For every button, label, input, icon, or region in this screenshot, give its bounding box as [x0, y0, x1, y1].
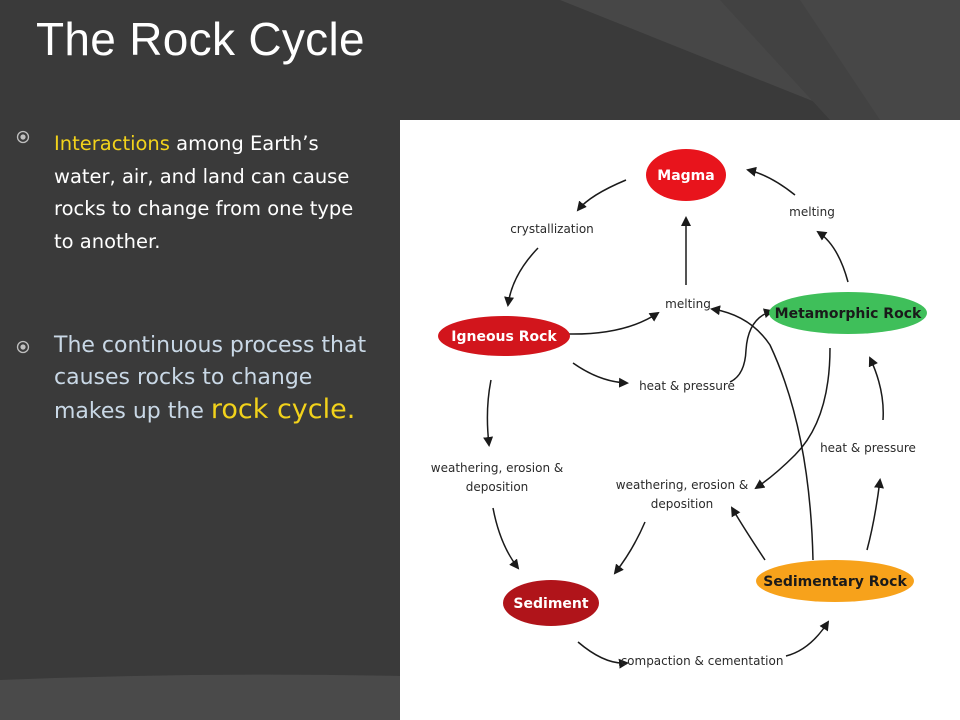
node-sediment: Sediment	[503, 580, 599, 626]
arrow-sedimentary-to-weathering	[730, 506, 766, 561]
rock-cycle-svg: Magma Igneous Rock Metamorphic Rock Sedi…	[431, 149, 927, 669]
label-melting-top: melting	[789, 205, 835, 219]
slide-title: The Rock Cycle	[36, 13, 365, 65]
label-compaction-cementation: compaction & cementation	[621, 654, 784, 668]
label-weathering-left-line1: weathering, erosion &	[431, 461, 563, 475]
arrow-igneous-to-heat-pressure	[572, 362, 629, 388]
rock-cycle-diagram: Magma Igneous Rock Metamorphic Rock Sedi…	[400, 120, 960, 720]
node-metamorphic-rock: Metamorphic Rock	[769, 292, 927, 334]
magma-label: Magma	[657, 168, 714, 184]
node-sedimentary-rock: Sedimentary Rock	[756, 560, 914, 602]
sediment-ellipse	[503, 580, 599, 626]
cycle-arrows	[483, 166, 884, 669]
label-weathering-center-line1: weathering, erosion &	[616, 478, 748, 492]
label-heat-pressure-right: heat & pressure	[820, 441, 916, 455]
arrow-igneous-to-melting	[567, 311, 660, 335]
arrow-sediment-to-compaction	[577, 641, 629, 669]
sedimentary-ellipse	[756, 560, 914, 602]
label-crystallization: crystallization	[510, 222, 594, 236]
node-magma: Magma	[646, 149, 726, 201]
arrow-igneous-to-weathering	[483, 379, 494, 447]
bullet-text: Interactions among Earth’s water, air, a…	[54, 128, 374, 258]
arrow-magma-to-crystallization	[576, 179, 627, 212]
metamorphic-ellipse	[769, 292, 927, 334]
arrow-compaction-to-sedimentary	[785, 620, 830, 657]
arrow-melting-to-magma-right	[746, 166, 796, 196]
arrow-weathering-to-sediment	[492, 507, 520, 570]
arrow-heat-pressure-to-metamorphic-right	[868, 356, 884, 421]
sedimentary-label: Sedimentary Rock	[763, 574, 907, 590]
arrow-heat-pressure-to-metamorphic	[729, 308, 774, 383]
label-weathering-center-line2: deposition	[651, 497, 714, 511]
igneous-ellipse	[438, 316, 570, 356]
node-igneous-rock: Igneous Rock	[438, 316, 570, 356]
arrow-metamorphic-to-melting	[816, 230, 849, 283]
label-heat-pressure-center: heat & pressure	[639, 379, 735, 393]
label-melting-center: melting	[665, 297, 711, 311]
sediment-label: Sediment	[513, 596, 588, 612]
bullet-marker-icon	[16, 340, 30, 354]
bullet-marker-icon	[16, 130, 30, 144]
igneous-label: Igneous Rock	[451, 329, 557, 345]
arrow-metamorphic-to-weathering	[754, 347, 831, 490]
arrow-sedimentary-to-heat-pressure	[866, 478, 884, 551]
arrow-crystallization-to-igneous	[504, 247, 539, 307]
label-weathering-left-line2: deposition	[466, 480, 529, 494]
arrow-weathering-center-to-sediment	[613, 521, 646, 575]
magma-ellipse	[646, 149, 726, 201]
bullet-highlight: Interactions	[54, 132, 170, 155]
arrow-sedimentary-to-melting	[710, 305, 814, 561]
metamorphic-label: Metamorphic Rock	[775, 306, 922, 322]
bullet-body: among Earth’s water, air, and land can c…	[54, 132, 354, 253]
bullet-body: The continuous process that causes rocks…	[54, 333, 367, 424]
bullet-highlight: rock cycle.	[210, 394, 356, 425]
bullet-text: The continuous process that causes rocks…	[54, 330, 374, 428]
